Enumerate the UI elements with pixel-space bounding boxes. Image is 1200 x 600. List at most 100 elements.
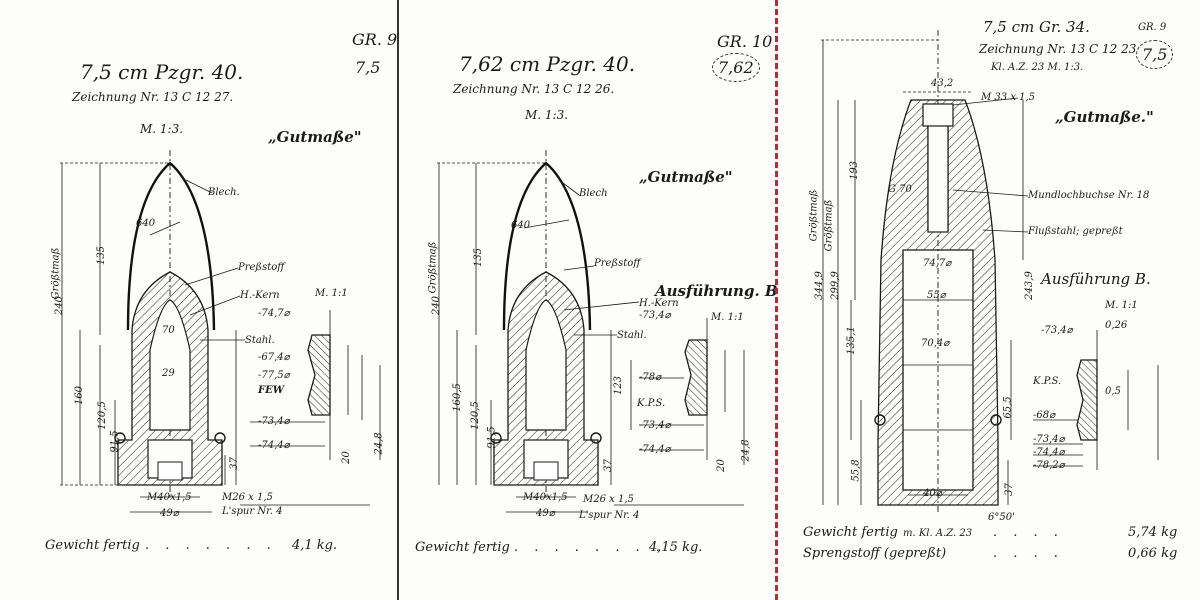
he-shell-cross-section-drawing bbox=[821, 30, 1159, 515]
dia-49: 49⌀ bbox=[536, 508, 555, 519]
thread-m26: M26 x 1,5 bbox=[583, 494, 634, 505]
weight-label: Gewicht fertig bbox=[803, 525, 898, 540]
weight-label: Gewicht fertig bbox=[415, 540, 510, 555]
label-groesstmass-2: Größtmaß bbox=[823, 199, 835, 252]
dim-29: 29 bbox=[162, 368, 175, 379]
dim-299-9: 299,9 bbox=[829, 271, 841, 300]
dim-135-1: 135,1 bbox=[845, 326, 857, 355]
dim-0-5: 0,5 bbox=[1105, 386, 1121, 397]
label-stahl: Stahl. bbox=[245, 335, 275, 346]
drawing-subline: Kl. A.Z. 23 M. 1:3. bbox=[991, 62, 1084, 73]
dia-77-5: -77,5⌀ bbox=[258, 370, 290, 381]
dim-240: 240 bbox=[54, 295, 66, 316]
panel-title: 7,5 cm Pzgr. 40. bbox=[80, 60, 244, 84]
gr-tag: GR. 9 bbox=[1138, 22, 1167, 33]
gutmasse-label: „Gutmaße" bbox=[268, 128, 362, 146]
gutmasse-label: „Gutmaße" bbox=[639, 168, 733, 186]
detail-driving-band bbox=[307, 334, 331, 416]
weight-dots: . . . . . . . bbox=[145, 538, 277, 553]
label-hkern: H.-Kern bbox=[639, 298, 679, 309]
shell-cross-section-drawing bbox=[437, 150, 745, 513]
panel-divider bbox=[397, 0, 399, 600]
dim-160-5: 160,5 bbox=[451, 383, 463, 412]
panel-title: 7,62 cm Pzgr. 40. bbox=[459, 52, 636, 76]
weight-value: 4,1 kg. bbox=[292, 538, 338, 553]
weight-label: Gewicht fertig bbox=[45, 538, 140, 553]
dim-70: 70 bbox=[162, 325, 175, 336]
weight-value: 4,15 kg. bbox=[649, 540, 703, 555]
dia-74-4: -74,4⌀ bbox=[1033, 447, 1065, 458]
dia-70-4: 70,4⌀ bbox=[921, 338, 950, 349]
label-g70: G 70 bbox=[888, 184, 912, 195]
label-kps: K.P.S. bbox=[1033, 376, 1062, 387]
panel-7-62cm-pzgr40: 7,62 cm Pzgr. 40. Zeichnung Nr. 13 C 12 … bbox=[399, 0, 778, 600]
label-groesstmass-1: Größtmaß bbox=[808, 189, 820, 242]
dia-73-4-top: -73,4⌀ bbox=[1041, 325, 1073, 336]
dim-240: 240 bbox=[431, 295, 443, 316]
dim-120-5: 120,5 bbox=[96, 401, 108, 430]
ballistic-cap bbox=[502, 161, 592, 331]
weight-dots: . . . . . . . . bbox=[514, 540, 666, 555]
label-mundlochbuchse: Mundlochbuchse Nr. 18 bbox=[1028, 190, 1150, 201]
dim-0-26: 0,26 bbox=[1105, 320, 1128, 331]
dim-193: 193 bbox=[849, 160, 861, 181]
dia-78: -78⌀ bbox=[639, 372, 662, 383]
red-dashed-separator bbox=[775, 0, 778, 600]
detail-driving-band bbox=[1076, 359, 1098, 441]
dia-73-4: -73,4⌀ bbox=[639, 420, 671, 431]
drawing-number: Zeichnung Nr. 13 C 12 27. bbox=[72, 90, 234, 104]
fuze-well bbox=[927, 109, 949, 233]
gr-value: 7,5 bbox=[355, 58, 381, 77]
dia-40: 40⌀ bbox=[923, 488, 942, 499]
ausfuehrung-label: Ausführung B. bbox=[1041, 270, 1151, 288]
dia-73-4: -73,4⌀ bbox=[1033, 434, 1065, 445]
dim-123: 123 bbox=[613, 375, 625, 396]
dim-640: 640 bbox=[136, 218, 156, 229]
dim-91-5: 91,5 bbox=[486, 426, 498, 449]
dia-68: -68⌀ bbox=[1033, 410, 1056, 421]
ausfuehrung-label: Ausführung. B bbox=[655, 282, 778, 300]
dim-243-9: 243,9 bbox=[1023, 271, 1035, 300]
dim-640: 640 bbox=[511, 220, 531, 231]
dim-120-5: 120,5 bbox=[469, 401, 481, 430]
label-flussstahl: Flußstahl; gepreßt bbox=[1028, 226, 1123, 237]
dia-73-4-top: -73,4⌀ bbox=[639, 310, 671, 321]
thread-m40: M40x1,5 bbox=[147, 492, 192, 503]
dim-24-8: 24,8 bbox=[740, 439, 752, 462]
weight-value: 5,74 kg bbox=[1128, 525, 1178, 540]
panel-7-5cm-gr34: 7,5 cm Gr. 34. Zeichnung Nr. 13 C 12 23 … bbox=[783, 0, 1200, 600]
dim-43-2: 43,2 bbox=[931, 78, 954, 89]
thread-m26: M26 x 1,5 bbox=[222, 492, 273, 503]
dim-37: 37 bbox=[1003, 483, 1015, 496]
label-blech: Blech. bbox=[208, 187, 240, 198]
dia-73-4: -73,4⌀ bbox=[258, 416, 290, 427]
label-kps: K.P.S. bbox=[637, 398, 666, 409]
label-pressstoff: Preßstoff bbox=[238, 262, 285, 273]
thread-m33: M 33 x 1,5 bbox=[981, 92, 1036, 103]
dia-67-4: -67,4⌀ bbox=[258, 352, 290, 363]
weight-dots: . . . . bbox=[993, 525, 1064, 540]
tracer-label: L'spur Nr. 4 bbox=[222, 506, 283, 517]
dim-37: 37 bbox=[602, 459, 614, 472]
shell-cross-section-drawing bbox=[60, 150, 381, 513]
label-pressstoff: Preßstoff bbox=[594, 258, 641, 269]
gutmasse-label: „Gutmaße." bbox=[1055, 108, 1154, 126]
gr-tag: GR. 9 bbox=[352, 30, 398, 49]
dim-160: 160 bbox=[74, 385, 86, 406]
drawing-number: Zeichnung Nr. 13 C 12 26. bbox=[453, 82, 615, 96]
dia-74-4: -74,4⌀ bbox=[639, 444, 671, 455]
detail-driving-band bbox=[684, 339, 708, 416]
angle-label: 6°50' bbox=[988, 512, 1015, 523]
label-few: FEW bbox=[258, 385, 284, 396]
label-groesstmass: Größtmaß bbox=[50, 247, 62, 300]
panel-7-5cm-pzgr40: 7,5 cm Pzgr. 40. Zeichnung Nr. 13 C 12 2… bbox=[0, 0, 397, 600]
dia-49: 49⌀ bbox=[160, 508, 179, 519]
dim-24-8: 24,8 bbox=[373, 432, 385, 455]
tracer-label: L'spur Nr. 4 bbox=[579, 510, 640, 521]
detail-scale: M. 1:1 bbox=[315, 288, 348, 299]
detail-scale: M. 1:1 bbox=[1105, 300, 1138, 311]
ballistic-cap bbox=[126, 161, 216, 331]
dia-74-7: -74,7⌀ bbox=[258, 308, 290, 319]
dim-65-5: 65,5 bbox=[1002, 396, 1014, 419]
label-blech: Blech bbox=[579, 188, 608, 199]
